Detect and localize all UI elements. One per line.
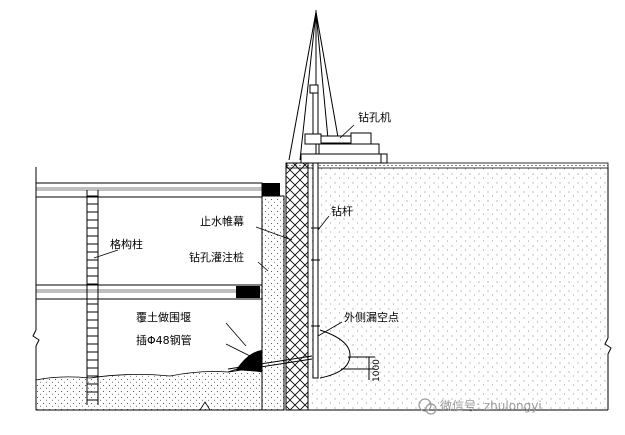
excavation-bottom-soil [35, 367, 263, 411]
label-bored-pile: 钻孔灌注桩 [189, 250, 244, 264]
ground-surface-slab [286, 162, 609, 169]
label-leak-point: 外侧漏空点 [344, 310, 399, 324]
watermark: 微信号: zhulongyi [418, 398, 542, 415]
leak-point-marker [319, 329, 375, 380]
steel-pipe [227, 355, 313, 373]
label-steel-pipe: 插Φ48钢管 [136, 333, 192, 347]
bored-pile [261, 195, 285, 411]
label-waterproof-curtain: 止水帷幕 [200, 214, 244, 228]
drill-rig-body [300, 84, 388, 164]
top-support-beam [35, 182, 280, 198]
drill-rod [311, 162, 320, 379]
section-break-mark [199, 401, 211, 411]
waterproof-curtain [285, 162, 309, 411]
label-dimension: 1000 [372, 359, 382, 382]
label-backfill-cofferdam: 覆土做围堰 [136, 310, 191, 324]
middle-support-beam [35, 284, 263, 300]
retained-soil [308, 167, 608, 410]
wechat-icon [418, 398, 432, 412]
label-lattice-column: 格构柱 [110, 237, 143, 251]
watermark-text: 微信号: zhulongyi [440, 399, 542, 413]
label-drill-rig: 钻孔机 [358, 110, 391, 124]
label-drill-rod: 钻杆 [331, 204, 353, 218]
leader-lines [93, 124, 355, 363]
